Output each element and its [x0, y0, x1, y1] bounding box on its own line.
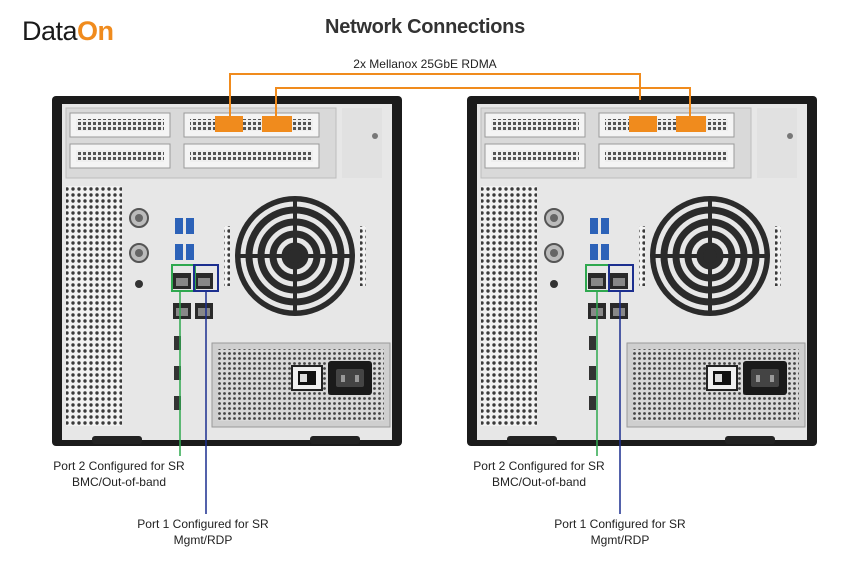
rdma-connection-label: 2x Mellanox 25GbE RDMA [353, 57, 497, 71]
port1-caption-line1: Port 1 Configured for SR [137, 517, 269, 531]
rdma-port-left-1 [215, 116, 243, 132]
port1-caption-line1: Port 1 Configured for SR [554, 517, 686, 531]
rdma-connection-lines [229, 73, 691, 120]
dataon-logo: DataOn [22, 16, 114, 46]
port2-caption-line2: BMC/Out-of-band [491, 475, 587, 489]
rdma-port-right-2 [676, 116, 706, 132]
server-left [52, 96, 402, 446]
port2-caption-left: Port 2 Configured for SR BMC/Out-of-band [44, 458, 194, 490]
port1-highlight-right [608, 264, 634, 514]
rdma-port-left-2 [262, 116, 292, 132]
port2-caption-line1: Port 2 Configured for SR [473, 459, 605, 473]
rdma-port-markers [215, 116, 706, 132]
port1-caption-line2: Mgmt/RDP [173, 533, 233, 547]
port1-caption-left: Port 1 Configured for SR Mgmt/RDP [128, 516, 278, 548]
port2-caption-line1: Port 2 Configured for SR [53, 459, 185, 473]
rdma-port-right-1 [629, 116, 657, 132]
page-title: Network Connections [325, 16, 525, 38]
port1-caption-line2: Mgmt/RDP [590, 533, 650, 547]
port2-caption-right: Port 2 Configured for SR BMC/Out-of-band [464, 458, 614, 490]
port2-caption-line2: BMC/Out-of-band [71, 475, 167, 489]
port1-caption-right: Port 1 Configured for SR Mgmt/RDP [545, 516, 695, 548]
server-right [467, 96, 817, 446]
port1-highlight-left [193, 264, 219, 514]
